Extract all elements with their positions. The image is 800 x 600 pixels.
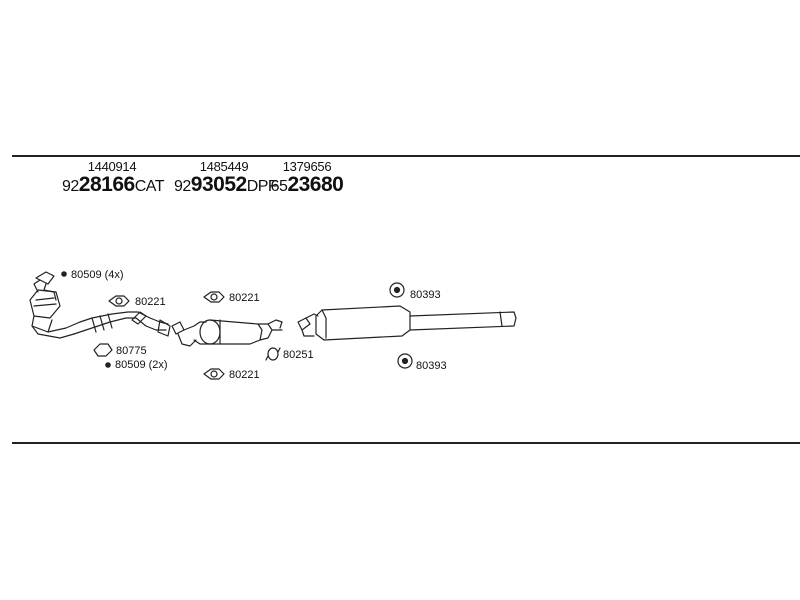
bottom-divider-line — [12, 442, 800, 444]
dpf-filter-icon — [171, 319, 283, 347]
part-ref-number: 1440914 — [87, 159, 137, 174]
front-pipe-icon — [73, 311, 171, 337]
label-gasket-front: 80221 — [135, 296, 166, 308]
part-number: 6523680 — [270, 173, 344, 196]
part-header-catalyst: 1440914 9228166CAT — [62, 159, 165, 198]
part-ref-number: 1379656 — [282, 159, 332, 174]
part-number: 9293052DPF — [174, 173, 278, 196]
seal-ring-icon — [93, 343, 113, 357]
part-header-dpf: 1485449 9293052DPF — [174, 159, 278, 198]
catalytic-converter-icon — [29, 271, 81, 339]
gasket-icon — [108, 295, 130, 307]
label-hanger-top: 80393 — [410, 289, 441, 301]
part-ref-number: 1485449 — [199, 159, 249, 174]
part-number: 9228166CAT — [62, 173, 165, 196]
bolt-icon — [61, 271, 67, 277]
label-gasket-dpf-bottom: 80221 — [229, 369, 260, 381]
bolt-icon — [105, 362, 111, 368]
label-clamp: 80251 — [283, 349, 314, 361]
label-hanger-bottom: 80393 — [416, 360, 447, 372]
label-seal-ring: 80775 — [116, 345, 147, 357]
rubber-hanger-icon — [397, 353, 413, 369]
part-header-silencer: 1379656 6523680 — [262, 160, 352, 198]
gasket-icon — [203, 291, 225, 303]
rear-silencer-icon — [297, 305, 517, 341]
gasket-icon — [203, 368, 225, 380]
top-divider-line — [12, 155, 800, 157]
clamp-icon — [265, 347, 281, 361]
label-bolt-4x: 80509 (4x) — [71, 269, 124, 281]
label-gasket-dpf-top: 80221 — [229, 292, 260, 304]
rubber-hanger-icon — [389, 282, 405, 298]
label-bolt-2x: 80509 (2x) — [115, 359, 168, 371]
